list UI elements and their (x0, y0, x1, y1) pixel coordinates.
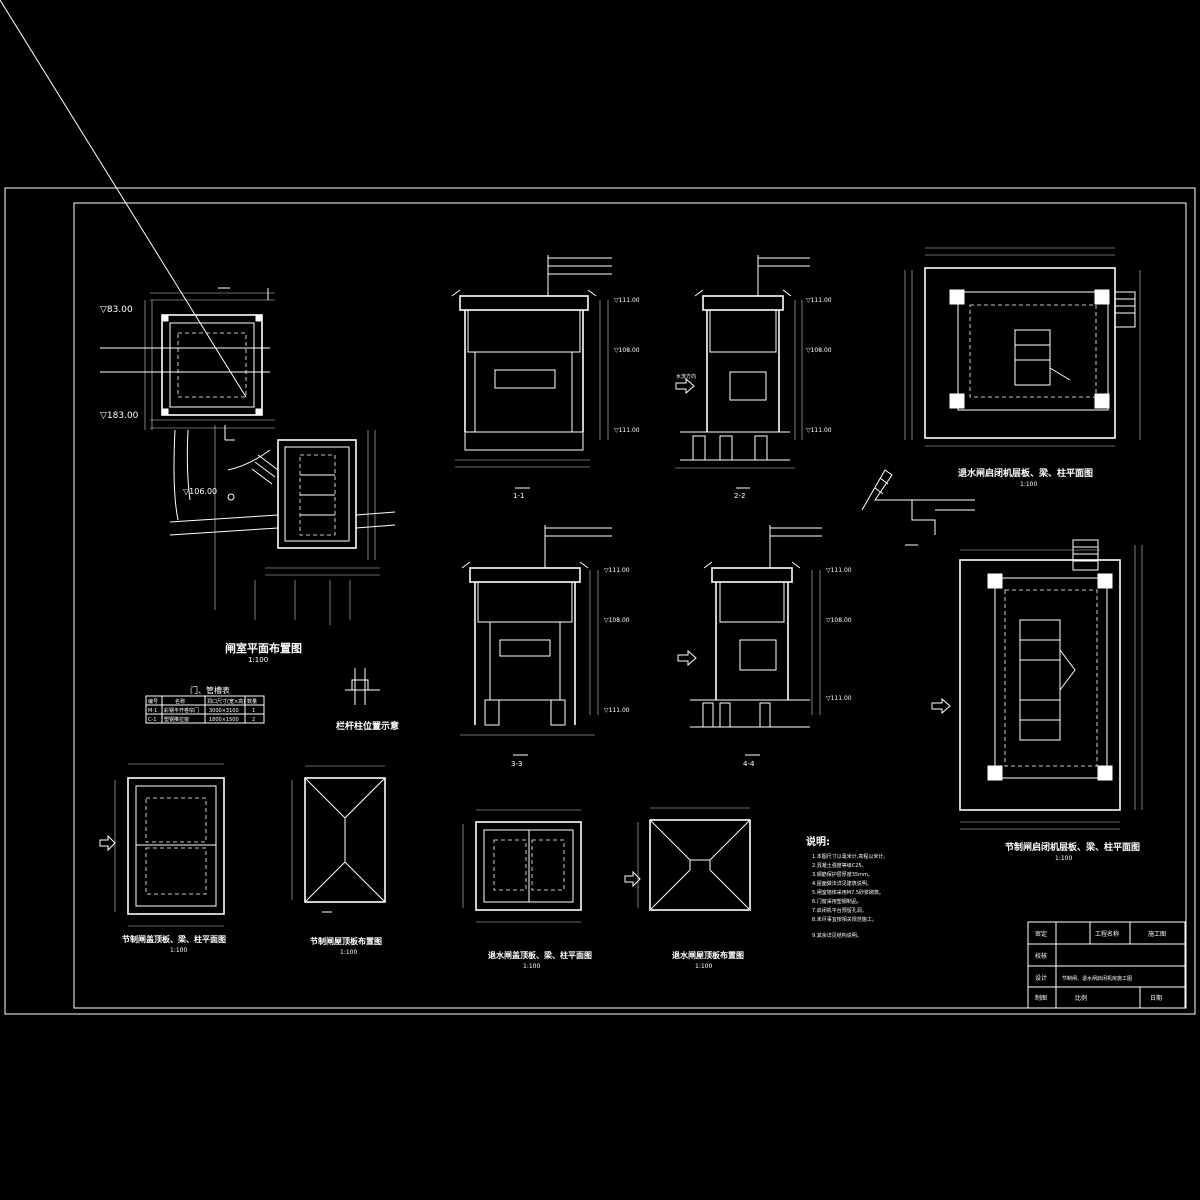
layout-plan-drawing (0, 0, 396, 625)
title-block (1027, 921, 1186, 1009)
note-1: 1.本图尺寸以毫米计,高程以米计。 (812, 853, 888, 860)
inner-frame (73, 202, 1187, 1009)
section-2-2-drawing (675, 255, 810, 489)
table-cell-r1c1: M-1 (148, 708, 157, 714)
bottom-plan-2 (291, 765, 386, 913)
flow-direction-2-2: 水流方向 (676, 373, 696, 380)
elev-2-2-top: ▽111.00 (806, 297, 832, 304)
table-header-1: 编号 (148, 698, 158, 705)
tb-r4c3: 日期 (1150, 994, 1162, 1002)
bottom-3-scale: 1:100 (523, 963, 540, 970)
section-4-4-label: 4-4 (743, 760, 755, 768)
bottom-3-title: 退水闸盖顶板、梁、柱平面图 (488, 950, 592, 960)
note-9: 9.其余详见结构说明。 (812, 932, 862, 939)
tb-r2c1: 校核 (1035, 952, 1047, 960)
bottom-2-scale: 1:100 (340, 949, 357, 956)
door-window-table (145, 695, 265, 724)
right-bottom-scale: 1:100 (1055, 855, 1072, 862)
elev-site-top: ▽83.00 (100, 305, 133, 315)
elev-3-3-mid: ▽108.00 (604, 617, 630, 624)
table-title: 门、管槽表 (190, 685, 230, 695)
outer-frame (4, 187, 1196, 1015)
tb-r1c2: 工程名称 (1095, 930, 1119, 938)
elev-site-road: ▽106.00 (183, 487, 217, 496)
control-gate-hoist-plan (931, 539, 1143, 830)
elev-4-4-top: ▽111.00 (826, 567, 852, 574)
notes-title: 说明: (806, 835, 830, 848)
tb-r3c2: 节制闸、退水闸启闭机房施工图 (1062, 975, 1132, 982)
tb-r4c2: 比例 (1075, 994, 1087, 1002)
note-2: 2.混凝土强度等级C25。 (812, 862, 867, 869)
right-top-scale: 1:100 (1020, 481, 1037, 488)
tb-r1c1: 审定 (1035, 930, 1047, 938)
elev-3-3-bot: ▽111.00 (604, 707, 630, 714)
bottom-plan-3 (462, 809, 582, 923)
note-3: 3.钢筋保护层厚度35mm。 (812, 871, 873, 878)
section-1-1-label: 1-1 (513, 492, 524, 500)
table-cell-r1c3: 3000×3100 (209, 708, 239, 714)
layout-plan-scale: 1:100 (248, 656, 268, 664)
bottom-2-title: 节制闸屋顶板布置图 (310, 936, 382, 946)
note-4: 4.屋面做法详见建筑说明。 (812, 880, 872, 887)
tb-r4c1: 制图 (1035, 994, 1047, 1002)
elev-4-4-mid: ▽108.00 (826, 617, 852, 624)
section-3-3-label: 3-3 (511, 760, 522, 768)
table-header-2: 名称 (175, 698, 185, 705)
table-header-4: 数量 (247, 698, 257, 705)
section-4-4-drawing (677, 525, 822, 756)
elev-1-1-top: ▽111.00 (614, 297, 640, 304)
elev-site-left: ▽183.00 (100, 411, 139, 421)
note-7: 7.启闭机平台预留孔洞。 (812, 907, 867, 914)
note-8: 8.未尽事宜按相关规范施工。 (812, 916, 877, 923)
bottom-plan-1 (99, 763, 225, 927)
layout-plan-title: 闸室平面布置图 (225, 641, 302, 655)
discharge-gate-hoist-plan (904, 247, 1141, 447)
table-cell-r2c4: 2 (252, 717, 255, 723)
bottom-4-title: 退水闸屋顶板布置图 (672, 950, 744, 960)
elev-4-4-bot: ▽111.00 (826, 695, 852, 702)
elev-1-1-bot: ▽111.00 (614, 427, 640, 434)
bottom-4-scale: 1:100 (695, 963, 712, 970)
table-cell-r1c4: 1 (252, 708, 255, 714)
bottom-1-scale: 1:100 (170, 947, 187, 954)
railing-detail (345, 668, 380, 705)
section-3-3-drawing (460, 525, 612, 756)
right-bottom-title: 节制闸启闭机层板、梁、柱平面图 (1005, 841, 1140, 853)
right-top-title: 退水闸启闭机层板、梁、柱平面图 (958, 467, 1093, 479)
table-cell-r1c2: 彩钢平开卷帘门 (164, 707, 199, 714)
bottom-plan-4 (624, 807, 751, 911)
note-5: 5.闸室墙体采用M7.5砂浆砌筑。 (812, 889, 884, 896)
note-6: 6.门窗采用塑钢制品。 (812, 898, 862, 905)
elev-2-2-bot: ▽111.00 (806, 427, 832, 434)
tb-r3c1: 设计 (1035, 974, 1047, 982)
table-header-3: 洞口尺寸(宽×高) (207, 698, 245, 705)
table-cell-r2c1: C-1 (148, 717, 156, 723)
tb-r1c3: 施工图 (1148, 930, 1166, 938)
section-1-1-drawing (451, 255, 612, 489)
section-2-2-label: 2-2 (734, 492, 745, 500)
elev-1-1-mid: ▽108.00 (614, 347, 640, 354)
bottom-1-title: 节制闸盖顶板、梁、柱平面图 (122, 934, 226, 944)
elev-3-3-top: ▽111.00 (604, 567, 630, 574)
stair-detail (861, 469, 975, 546)
table-cell-r2c3: 1800×1500 (209, 717, 239, 723)
railing-detail-title: 栏杆柱位置示意 (336, 720, 399, 732)
elev-2-2-mid: ▽108.00 (806, 347, 832, 354)
table-cell-r2c2: 塑钢推拉窗 (164, 716, 189, 723)
